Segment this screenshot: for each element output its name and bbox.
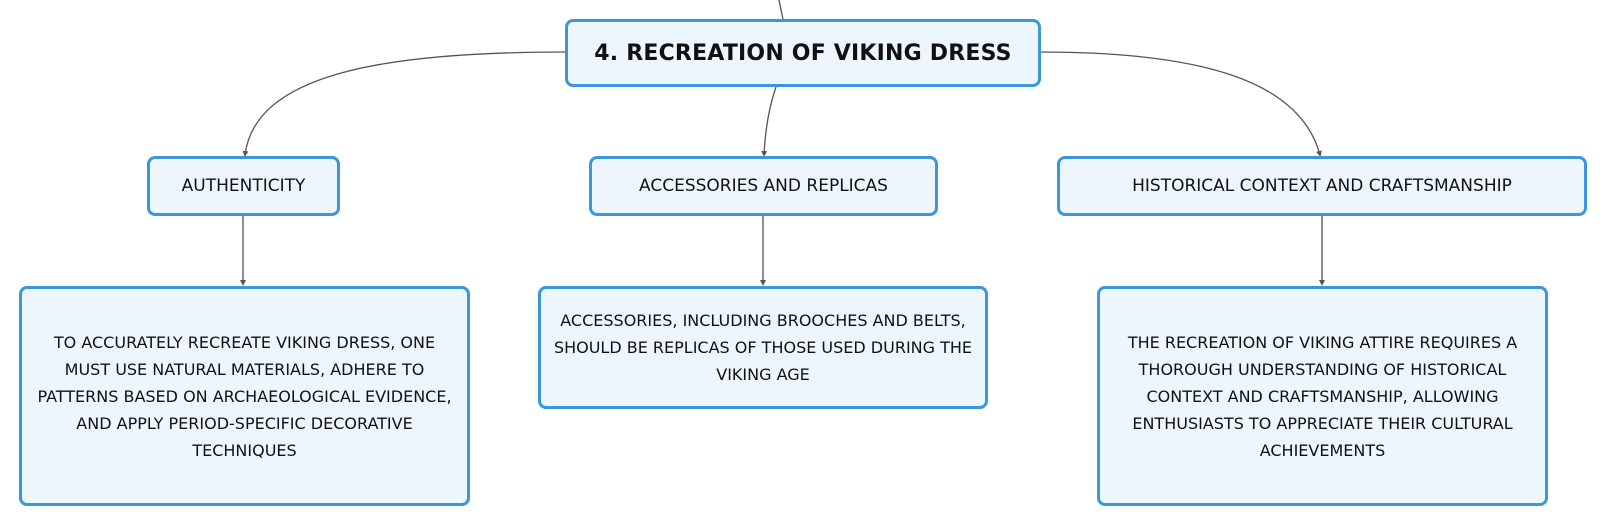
branch-node-authenticity[interactable]: AUTHENTICITY [147,156,340,216]
detail-text-authenticity: TO ACCURATELY RECREATE VIKING DRESS, ONE… [37,332,452,460]
branch-label-historical-context: HISTORICAL CONTEXT AND CRAFTSMANSHIP [1132,176,1512,196]
detail-node-authenticity[interactable]: TO ACCURATELY RECREATE VIKING DRESS, ONE… [19,286,470,506]
detail-text-accessories-and-replicas: ACCESSORIES, INCLUDING BROOCHES AND BELT… [553,311,973,384]
detail-node-historical-context[interactable]: THE RECREATION OF VIKING ATTIRE REQUIRES… [1097,286,1548,506]
connector-title-to-historical [1039,51,1322,157]
connector-title-to-accessories [761,86,777,157]
detail-text-historical-context: THE RECREATION OF VIKING ATTIRE REQUIRES… [1127,332,1518,460]
branch-label-accessories-and-replicas: ACCESSORIES AND REPLICAS [639,176,888,196]
branch-node-accessories-and-replicas[interactable]: ACCESSORIES AND REPLICAS [589,156,938,216]
branch-node-historical-context[interactable]: HISTORICAL CONTEXT AND CRAFTSMANSHIP [1057,156,1587,216]
detail-node-accessories-and-replicas[interactable]: ACCESSORIES, INCLUDING BROOCHES AND BELT… [538,286,988,409]
central-topic-node[interactable]: 4. RECREATION OF VIKING DRESS [565,19,1041,87]
central-topic-label: 4. RECREATION OF VIKING DRESS [594,40,1012,66]
connector-title-to-authenticity [242,51,566,157]
branch-label-authenticity: AUTHENTICITY [181,176,306,196]
connector-from-parent [778,0,784,20]
